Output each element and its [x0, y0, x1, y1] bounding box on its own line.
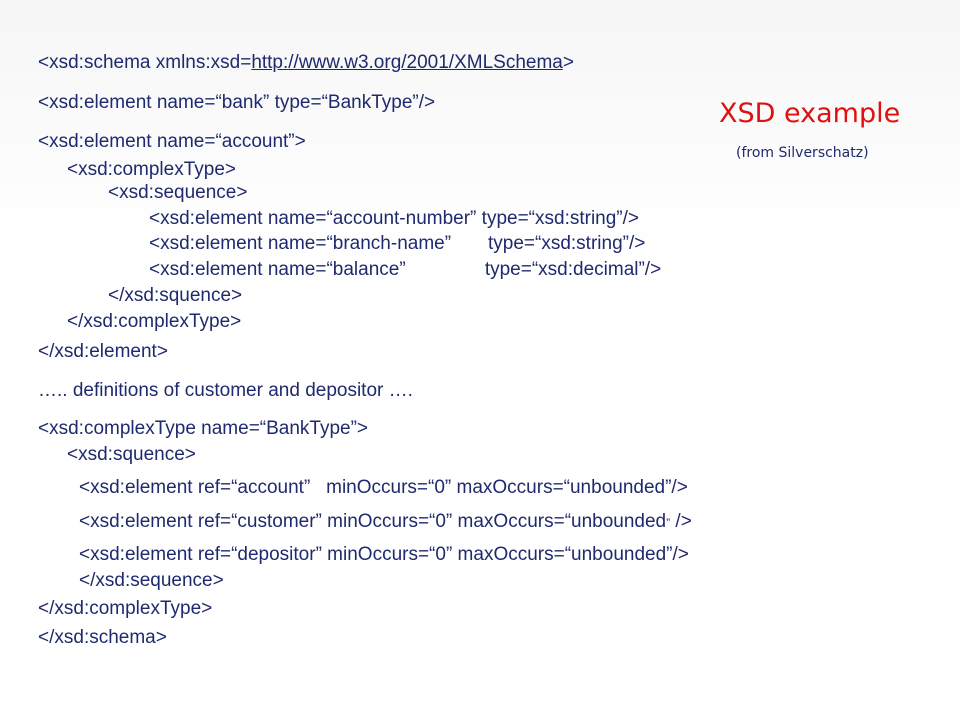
code-text: >: [562, 52, 574, 73]
code-line-schema: <xsd:schema xmlns:xsd=http://www.w3.org/…: [38, 52, 574, 74]
code-line-sequence-close: </xsd:squence>: [108, 285, 243, 306]
code-line-banktype-open: <xsd:complexType name=“BankType”>: [38, 418, 369, 439]
code-line-schema-close: </xsd:schema>: [38, 627, 167, 648]
code-line-element-close: </xsd:element>: [38, 341, 168, 362]
code-line-complextype-close: </xsd:complexType>: [67, 311, 242, 332]
code-line-complextype-end: </xsd:complexType>: [38, 598, 213, 619]
code-line-sequence-open: <xsd:sequence>: [108, 182, 248, 203]
code-line-account-element: <xsd:element name=“account”>: [38, 131, 306, 152]
code-line-squence-open: <xsd:squence>: [67, 444, 196, 465]
slide-subtitle: (from Silverschatz): [736, 145, 869, 161]
code-line-branch-name: <xsd:element name=“branch-name” type=“xs…: [149, 233, 646, 254]
code-line-bank-element: <xsd:element name=“bank” type=“BankType”…: [38, 92, 436, 113]
slide-title: XSD example: [719, 98, 901, 129]
code-text: ”: [666, 516, 671, 530]
code-line-ref-account: <xsd:element ref=“account” minOccurs=“0”…: [79, 477, 688, 498]
code-line-sequence-end: </xsd:sequence>: [79, 570, 224, 591]
code-text: <xsd:schema xmlns:xsd=: [38, 52, 252, 73]
code-line-definitions-note: ….. definitions of customer and deposito…: [38, 380, 413, 401]
code-text: />: [670, 511, 692, 532]
code-line-ref-customer: <xsd:element ref=“customer” minOccurs=“0…: [79, 511, 692, 534]
code-line-complextype-open: <xsd:complexType>: [67, 159, 236, 180]
code-line-balance: <xsd:element name=“balance” type=“xsd:de…: [149, 259, 662, 280]
code-line-account-number: <xsd:element name=“account-number” type=…: [149, 208, 640, 229]
code-text: <xsd:element ref=“customer” minOccurs=“0…: [79, 511, 667, 532]
code-line-ref-depositor: <xsd:element ref=“depositor” minOccurs=“…: [79, 544, 689, 565]
schema-namespace-link[interactable]: http://www.w3.org/2001/XMLSchema: [251, 52, 563, 73]
